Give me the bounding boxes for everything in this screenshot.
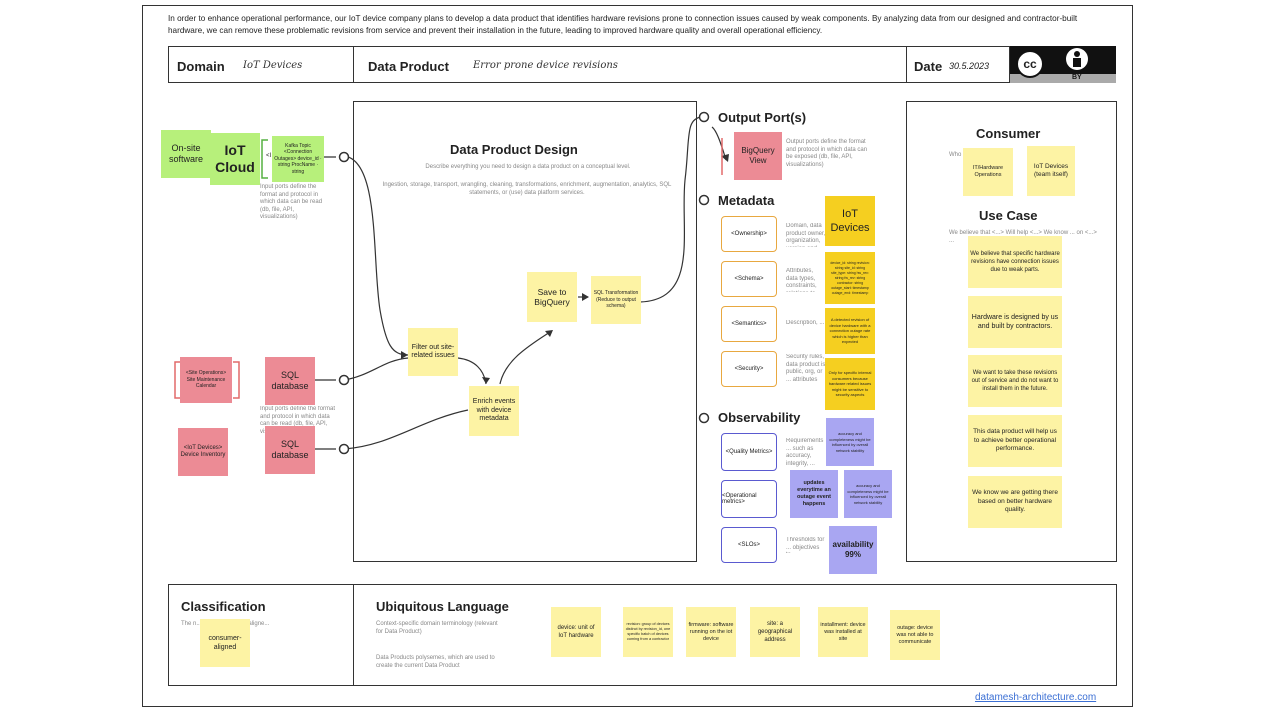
device-inventory-note: <IoT Devices> Device Inventory xyxy=(178,428,228,476)
date-value: 30.5.2023 xyxy=(949,61,990,71)
usecase-desc: We believe that <...> Will help <...> We… xyxy=(949,230,1097,244)
classification-box: Classification The n... data ... aggreg.… xyxy=(168,584,354,686)
metadata-security: <Security> xyxy=(721,351,777,387)
consumer-iot-team-note: IoT Devices (team itself) xyxy=(1027,146,1075,196)
ubiquitous-title: Ubiquitous Language xyxy=(376,599,509,614)
domain-label: Domain xyxy=(177,59,225,74)
connector-output-bq xyxy=(711,126,727,161)
sql-database-note-2: SQL database xyxy=(265,426,315,474)
consumer-title: Consumer xyxy=(976,126,1041,141)
connector-filter-enrich xyxy=(457,357,487,385)
sql-transformation-note: SQL Transformation (Reduce to output sch… xyxy=(591,276,641,324)
ubiquitous-desc-1: Context-specific domain terminology (rel… xyxy=(376,621,498,635)
classification-title: Classification xyxy=(181,599,266,614)
metadata-semantics: <Semantics> xyxy=(721,306,777,342)
quality-accuracy-note: accuracy and completeness might be influ… xyxy=(826,418,874,466)
data-product-design-box: Data Product Design Describe everything … xyxy=(353,101,697,562)
quality-metrics-desc: Requirements ... such as accuracy, integ… xyxy=(786,438,824,467)
connector-sql-output xyxy=(639,116,703,303)
usecase-note-1: We believe that specific hardware revisi… xyxy=(968,236,1062,288)
security-desc: Security rules, data product is public, … xyxy=(786,354,826,383)
usecase-note-3: We want to take these revisions out of s… xyxy=(968,355,1062,407)
connector-cloud-filter xyxy=(343,155,409,356)
site-maintenance-calendar-note: <Site Operations> Site Maintenance Calen… xyxy=(180,357,232,403)
ownership-desc: Domain, data product owner, organization… xyxy=(786,223,826,247)
term-revision-note: revision: group of devices distinct by r… xyxy=(623,607,673,657)
iot-cloud-note: IoT Cloud xyxy=(210,133,260,185)
cc-icon: cc xyxy=(1016,50,1044,78)
sql-database-note-1: SQL database xyxy=(265,357,315,405)
schema-desc: Attributes, data types, constraints, rel… xyxy=(786,268,817,292)
obs-quality-metrics: <Quality Metrics> xyxy=(721,433,777,471)
ubiquitous-desc-2: Data Products polysemes, which are used … xyxy=(376,655,495,669)
by-label: BY xyxy=(1072,74,1082,81)
usecase-note-5: We know we are getting there based on be… xyxy=(968,476,1062,528)
security-note: Only for specific internal consumers bec… xyxy=(825,358,875,410)
schema-note: device_id: string revision: string site_… xyxy=(825,252,875,304)
output-ports-title: Output Port(s) xyxy=(718,110,807,125)
domain-value: IoT Devices xyxy=(243,60,303,71)
updates-note: updates everytime an outage event happen… xyxy=(790,470,838,518)
design-desc-2: Ingestion, storage, transport, wrangling… xyxy=(382,182,672,196)
term-site-note: site: a geographical address xyxy=(750,607,800,657)
semantics-desc: Description, ... xyxy=(786,320,825,326)
by-person-icon xyxy=(1066,48,1088,70)
semantics-note: A detected revision of device hardware w… xyxy=(825,308,875,354)
data-product-label: Data Product xyxy=(368,59,449,74)
kafka-topic-note: Kafka Topic <Connection Outages> device_… xyxy=(272,136,324,182)
availability-note: availability 99% xyxy=(829,526,877,574)
usecase-note-2: Hardware is designed by us and built by … xyxy=(968,296,1062,348)
consumer-usecase-box: Consumer Who ... of t... ct? Use Case We… xyxy=(906,101,1117,562)
save-to-bigquery-note: Save to BigQuery xyxy=(527,272,577,322)
term-firmware-note: firmware: software running on the iot de… xyxy=(686,607,736,657)
design-desc-1: Describe everything you need to design a… xyxy=(425,164,631,170)
connector-enrich-save xyxy=(499,331,551,385)
filter-site-issues-note: Filter out site-related issues xyxy=(408,328,458,376)
cc-license-badge: cc BY xyxy=(1010,46,1116,83)
iot-devices-owner-note: IoT Devices xyxy=(825,196,875,246)
ubiquitous-language-box: Ubiquitous Language Context-specific dom… xyxy=(353,584,1117,686)
input-port-desc: Input ports define the format and protoc… xyxy=(260,184,323,220)
enrich-events-note: Enrich events with device metadata xyxy=(469,386,519,436)
date-box: Date 30.5.2023 xyxy=(906,46,1010,83)
term-installment-note: installment: device was installed at sit… xyxy=(818,607,868,657)
obs-slos: <SLOs> xyxy=(721,527,777,563)
slos-desc: Thresholds for ... objectives to ... xyxy=(786,537,825,553)
intro-text: In order to enhance operational performa… xyxy=(168,14,1078,35)
metadata-schema: <Schema> xyxy=(721,261,777,297)
consumer-aligned-note: consumer-aligned xyxy=(200,619,250,667)
canvas-frame xyxy=(142,5,1133,707)
term-outage-note: outage: device was not able to communica… xyxy=(890,610,940,660)
output-port-desc: Output ports define the format and proto… xyxy=(786,139,868,168)
bigquery-view-note: BigQuery View xyxy=(734,132,782,180)
date-label: Date xyxy=(914,59,943,74)
obs-operational-metrics: <Operational metrics> xyxy=(721,480,777,518)
term-device-note: device: unit of IoT hardware xyxy=(551,607,601,657)
usecase-title: Use Case xyxy=(979,208,1038,223)
datamesh-architecture-link[interactable]: datamesh-architecture.com xyxy=(975,692,1097,703)
ops-accuracy-note: accuracy and completeness might be influ… xyxy=(844,470,892,518)
data-product-value: Error prone device revisions xyxy=(473,60,618,71)
design-title: Data Product Design xyxy=(450,142,578,157)
onsite-software-note: On-site software xyxy=(161,130,211,178)
connector-sql1-filter xyxy=(343,357,409,381)
data-product-box: Data Product Error prone device revision… xyxy=(353,46,907,83)
connector-sql2-enrich xyxy=(343,409,469,450)
metadata-ownership: <Ownership> xyxy=(721,216,777,252)
usecase-note-4: This data product will help us to achiev… xyxy=(968,415,1062,467)
observability-title: Observability xyxy=(718,410,801,425)
consumer-it-ops-note: IT/Hardware Operations xyxy=(963,148,1013,196)
metadata-title: Metadata xyxy=(718,193,775,208)
cloud-input-label: <I xyxy=(266,153,272,159)
